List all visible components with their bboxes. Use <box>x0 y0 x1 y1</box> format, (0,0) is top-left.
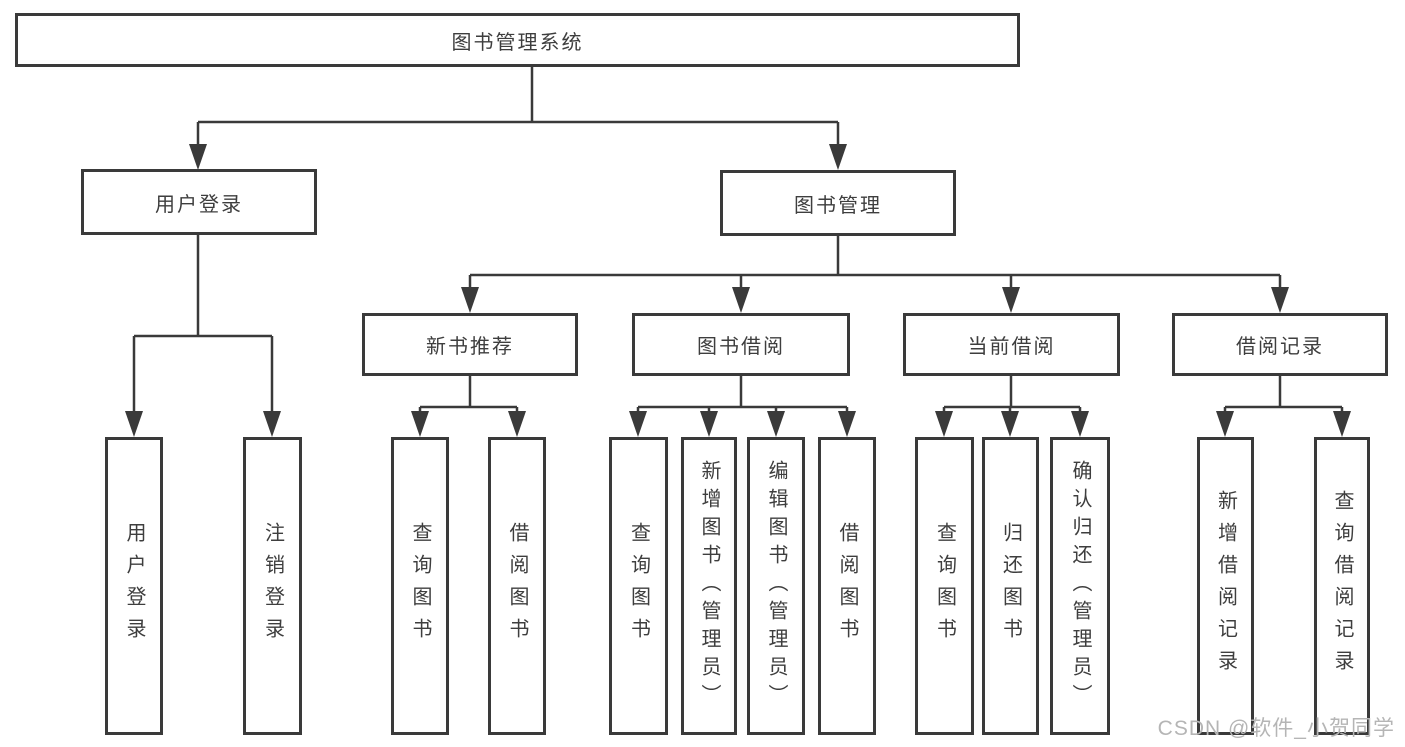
leaf-return-books: 归还图书 <box>982 437 1039 735</box>
node-label: 借阅图书 <box>506 522 528 650</box>
node-current-borrowing: 当前借阅 <box>903 313 1120 376</box>
connector-user-login-children <box>125 235 281 437</box>
connector-current-borrow-children <box>935 376 1089 437</box>
node-label: 新增图书（管理员） <box>698 460 720 712</box>
node-user-login: 用户登录 <box>81 169 317 235</box>
node-label: 查询借阅记录 <box>1331 490 1353 682</box>
leaf-borrow-books: 借阅图书 <box>818 437 876 735</box>
leaf-query-books-recommend: 查询图书 <box>391 437 449 735</box>
node-label: 确认归还（管理员） <box>1069 460 1091 712</box>
node-label: 编辑图书（管理员） <box>765 460 787 712</box>
leaf-query-books-borrow: 查询图书 <box>609 437 668 735</box>
leaf-query-borrow-record: 查询借阅记录 <box>1314 437 1370 735</box>
node-label: 用户登录 <box>155 193 243 216</box>
watermark: CSDN @软件_小贺同学 <box>1157 717 1395 740</box>
node-label: 查询图书 <box>627 522 650 650</box>
node-label: 新书推荐 <box>426 336 514 358</box>
connector-borrow-record-children <box>1216 376 1351 437</box>
leaf-edit-books-admin: 编辑图书（管理员） <box>747 437 805 735</box>
node-label: 用户登录 <box>123 522 145 650</box>
node-label: 查询图书 <box>933 522 956 650</box>
node-label: 归还图书 <box>999 522 1022 650</box>
node-label: 图书借阅 <box>697 336 785 358</box>
node-label: 查询图书 <box>409 522 431 650</box>
node-label: 当前借阅 <box>967 336 1056 358</box>
leaf-add-borrow-record: 新增借阅记录 <box>1197 437 1254 735</box>
leaf-confirm-return-admin: 确认归还（管理员） <box>1050 437 1110 735</box>
connector-root-to-level2 <box>189 66 847 170</box>
connector-new-book-children <box>411 376 526 437</box>
node-borrowing-records: 借阅记录 <box>1172 313 1388 376</box>
connector-book-borrow-children <box>629 376 856 437</box>
node-new-book-recommendation: 新书推荐 <box>362 313 578 376</box>
connector-book-management-children <box>461 236 1289 313</box>
node-label: 图书管理 <box>794 194 882 217</box>
node-label: 新增借阅记录 <box>1214 490 1237 682</box>
node-label: 借阅图书 <box>836 522 858 650</box>
node-label: 注销登录 <box>261 522 284 650</box>
node-book-borrowing: 图书借阅 <box>632 313 850 376</box>
leaf-add-books-admin: 新增图书（管理员） <box>681 437 737 735</box>
leaf-borrow-books-recommend: 借阅图书 <box>488 437 546 735</box>
node-label: 借阅记录 <box>1236 336 1324 358</box>
node-label: 图书管理系统 <box>451 31 584 54</box>
node-root: 图书管理系统 <box>15 13 1020 67</box>
node-book-management: 图书管理 <box>720 170 956 236</box>
leaf-user-login: 用户登录 <box>105 437 163 735</box>
leaf-query-books-current: 查询图书 <box>915 437 974 735</box>
leaf-logout: 注销登录 <box>243 437 302 735</box>
